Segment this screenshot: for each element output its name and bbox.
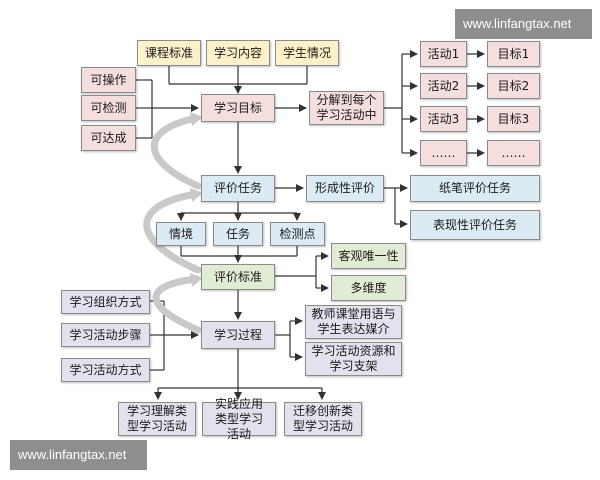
objectivity-box: 客观唯一性: [331, 243, 406, 269]
criteria-achievable-box: 可达成: [81, 125, 136, 151]
context-task-box: 任务: [213, 222, 263, 246]
evaluation-task-box: 评价任务: [201, 175, 275, 202]
target-1-box: 目标1: [487, 41, 540, 67]
criteria-testable-box: 可检测: [81, 95, 136, 121]
understanding-activity-box: 学习理解类型学习活动: [118, 402, 196, 436]
decompose-box: 分解到每个学习活动中: [309, 91, 384, 125]
activity-method-box: 学习活动方式: [61, 358, 150, 382]
written-task-box: 纸笔评价任务: [410, 175, 540, 202]
target-2-box: 目标2: [487, 73, 540, 99]
activity-steps-box: 学习活动步骤: [61, 323, 150, 347]
target-3-box: 目标3: [487, 106, 540, 132]
activity-more-box: ……: [420, 140, 467, 166]
teacher-language-box: 教师课堂用语与学生表达媒介: [305, 305, 402, 339]
activity-2-box: 活动2: [420, 73, 467, 99]
watermark-top-right: www.linfangtax.net: [455, 9, 592, 39]
evaluation-standard-box: 评价标准: [201, 264, 275, 290]
organization-method-box: 学习组织方式: [61, 290, 150, 314]
context-situation-box: 情境: [156, 222, 206, 246]
resources-scaffold-box: 学习活动资源和学习支架: [305, 342, 402, 376]
multi-dimension-box: 多维度: [331, 275, 406, 301]
activity-3-box: 活动3: [420, 106, 467, 132]
learning-content-box: 学习内容: [206, 40, 270, 66]
curriculum-standard-box: 课程标准: [137, 40, 201, 66]
target-more-box: ……: [487, 140, 540, 166]
learning-goal-box: 学习目标: [201, 94, 275, 122]
formative-evaluation-box: 形成性评价: [306, 175, 384, 202]
student-situation-box: 学生情况: [275, 40, 339, 66]
innovation-activity-box: 迁移创新类型学习活动: [284, 402, 362, 436]
performance-task-box: 表现性评价任务: [410, 210, 540, 240]
context-checkpoint-box: 检测点: [270, 222, 325, 246]
learning-process-box: 学习过程: [201, 321, 275, 349]
application-activity-box: 实践应用类型学习活动: [202, 397, 276, 441]
criteria-operable-box: 可操作: [81, 67, 136, 93]
watermark-bottom-left: www.linfangtax.net: [10, 440, 147, 470]
activity-1-box: 活动1: [420, 41, 467, 67]
